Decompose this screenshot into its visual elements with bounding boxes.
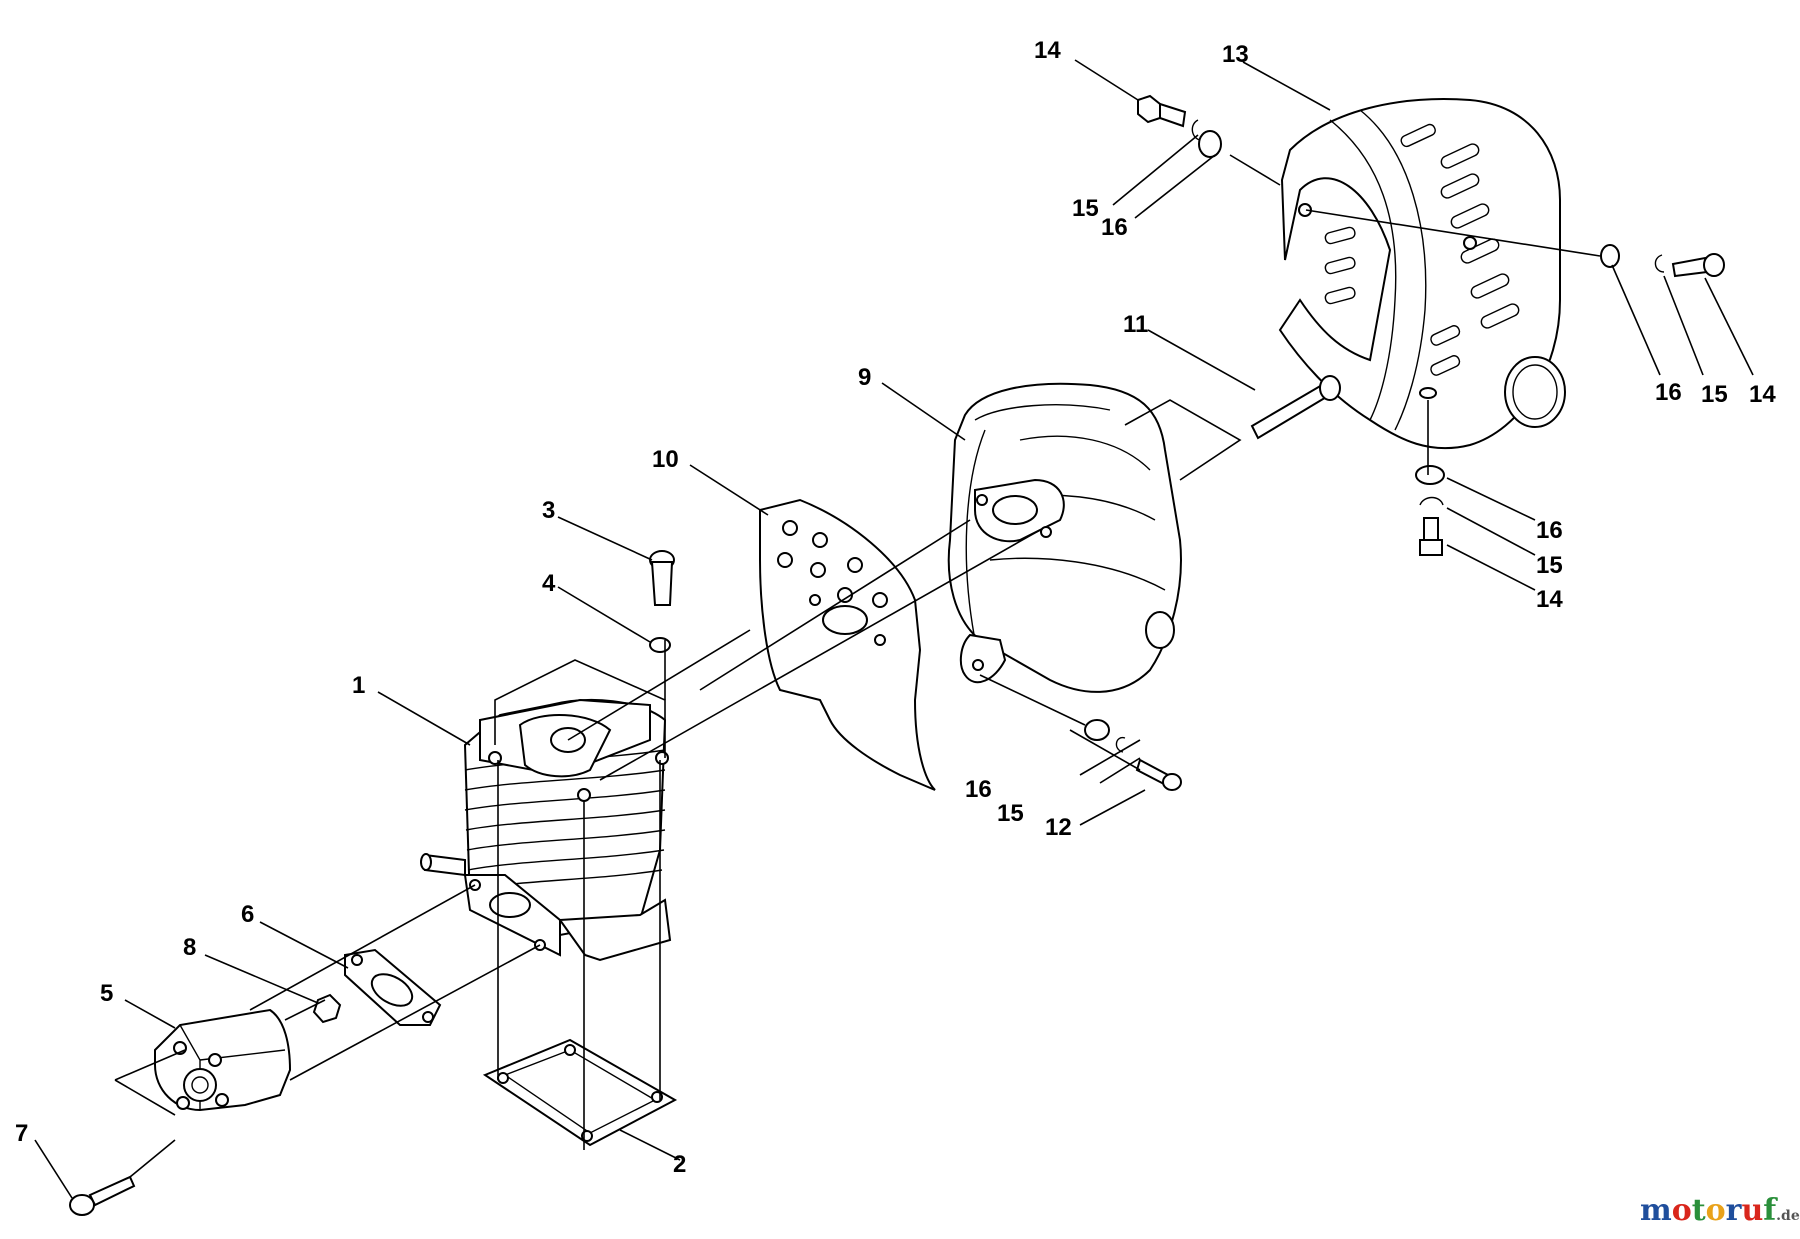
wm-o1: o: [1672, 1193, 1692, 1228]
part-label-8: 8: [183, 934, 196, 961]
wm-m: m: [1640, 1193, 1672, 1228]
wm-u: u: [1741, 1193, 1763, 1228]
part-label-15-top: 15: [1072, 195, 1099, 222]
part-label-15-bottom: 15: [1536, 552, 1563, 579]
part-label-7: 7: [15, 1120, 28, 1147]
part-label-13: 13: [1222, 41, 1249, 68]
washer-16-top: [1198, 130, 1222, 158]
screw-7: [69, 1175, 136, 1216]
muffler-body: [947, 382, 1182, 693]
wm-r: r: [1726, 1193, 1743, 1228]
part-labels: 1 2 3 4 5 6 7 8 9 10 11 12 13 14 15 16 1…: [15, 37, 1776, 1178]
wm-o2: o: [1706, 1193, 1726, 1228]
svg-text:motoruf.de: motoruf.de: [1640, 1193, 1800, 1228]
screw-14-top: [1137, 94, 1187, 128]
part-label-16-lower: 16: [965, 776, 992, 803]
part-label-9: 9: [858, 364, 871, 391]
wm-f: f: [1763, 1193, 1778, 1228]
muffler-cover: [1278, 98, 1566, 450]
assembly-lines: [114, 154, 1601, 1178]
part-label-10: 10: [652, 446, 679, 473]
screw-14-bottom: [1419, 517, 1443, 556]
intake-gasket: [344, 948, 442, 1026]
part-label-14-right: 14: [1749, 381, 1776, 408]
part-label-15-lower: 15: [997, 800, 1024, 827]
part-label-15-right: 15: [1701, 381, 1728, 408]
base-gasket: [482, 1038, 678, 1147]
lock-washer-15-bottom: [1419, 496, 1444, 506]
heat-shield: [759, 498, 936, 791]
washer-16-bottom: [1415, 465, 1445, 485]
part-label-14-bottom: 14: [1536, 586, 1563, 613]
motoruf-watermark-logo: motoruf.de: [1640, 1193, 1800, 1228]
part-label-11: 11: [1123, 311, 1148, 338]
washer-4: [649, 637, 671, 653]
intake-adapter: [154, 1008, 292, 1112]
part-label-6: 6: [241, 901, 254, 928]
wm-t: t: [1692, 1193, 1706, 1228]
screw-12: [1135, 758, 1182, 791]
part-label-5: 5: [100, 980, 113, 1007]
part-label-3: 3: [542, 497, 555, 524]
lock-washer-15-right: [1654, 254, 1665, 273]
washer-16-right: [1600, 244, 1620, 268]
screw-14-right: [1671, 253, 1725, 278]
washer-16-lower: [1084, 719, 1110, 741]
cylinder: [420, 698, 672, 962]
leader-lines: [34, 59, 1754, 1199]
wm-suffix: .de: [1776, 1208, 1800, 1224]
part-label-16-bottom: 16: [1536, 517, 1563, 544]
part-label-12: 12: [1045, 814, 1072, 841]
screw-3: [649, 550, 675, 606]
part-label-4: 4: [542, 570, 556, 597]
part-label-14-top: 14: [1034, 37, 1061, 64]
nut-8: [312, 993, 342, 1024]
part-label-16-right: 16: [1655, 379, 1682, 406]
part-label-16-top: 16: [1101, 214, 1128, 241]
part-label-1: 1: [352, 672, 365, 699]
screw-11: [1250, 375, 1341, 440]
part-label-2: 2: [673, 1151, 686, 1178]
